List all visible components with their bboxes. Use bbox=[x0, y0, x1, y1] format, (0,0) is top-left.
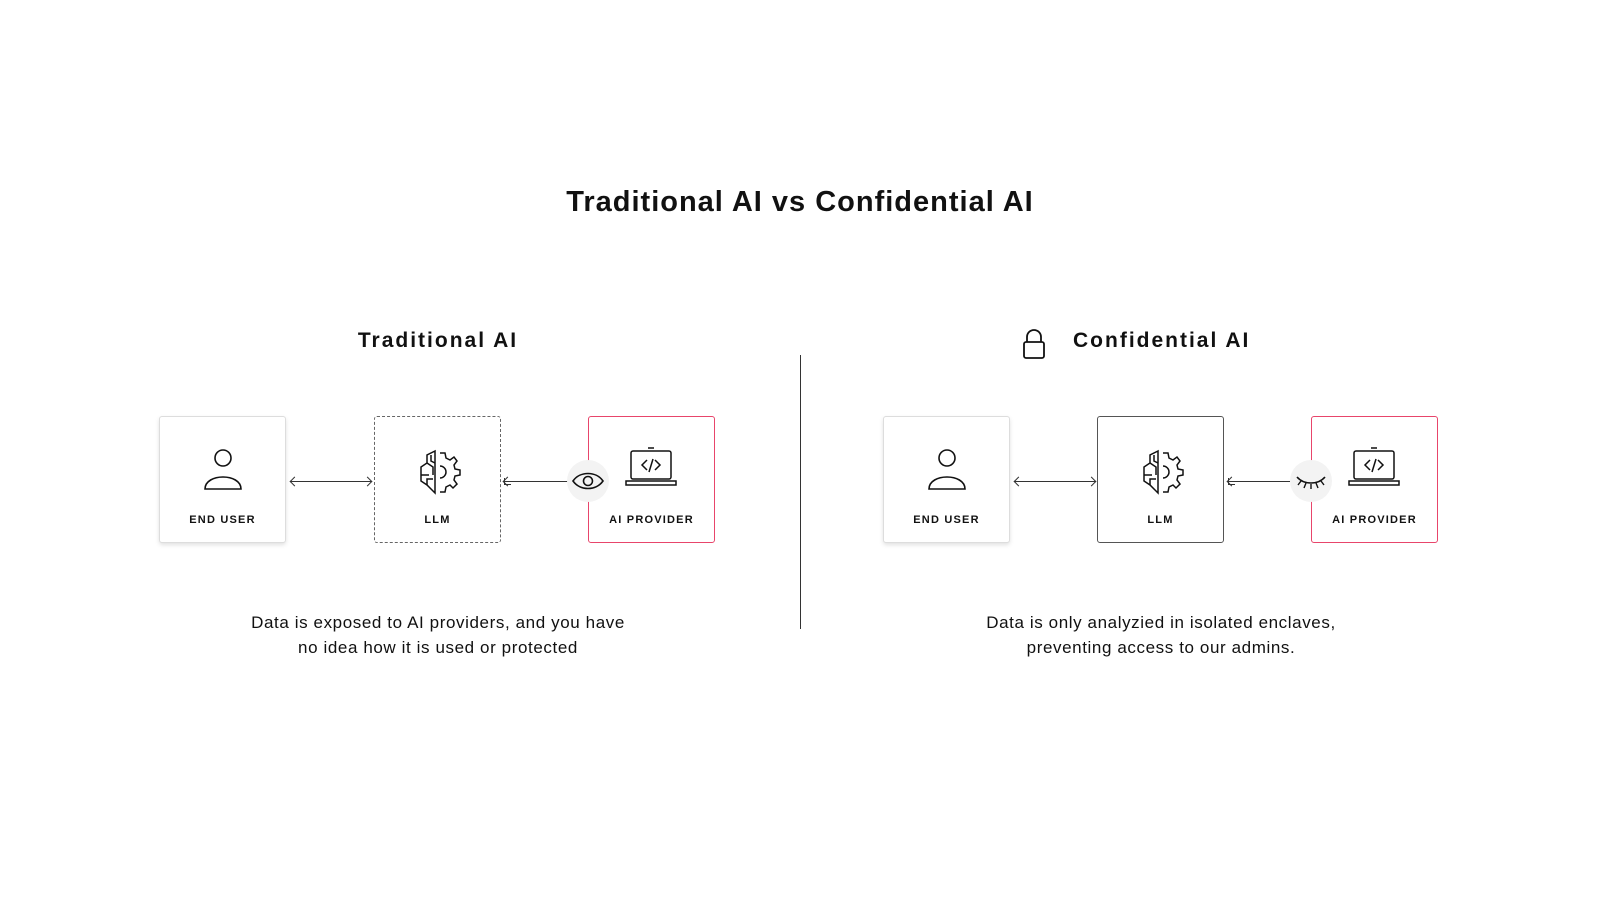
page-title: Traditional AI vs Confidential AI bbox=[566, 186, 1034, 218]
node-end-user: END USER bbox=[159, 416, 286, 543]
eye-badge bbox=[567, 460, 609, 502]
node-label: AI PROVIDER bbox=[609, 514, 694, 526]
brain-gear-icon bbox=[420, 450, 461, 494]
left-arrow bbox=[504, 478, 568, 485]
divider bbox=[800, 355, 801, 629]
closed-eye-icon bbox=[1296, 476, 1326, 489]
user-icon bbox=[928, 449, 966, 490]
laptop-code-icon bbox=[1348, 447, 1400, 486]
confidential-heading: Confidential AI bbox=[1073, 329, 1251, 352]
description-line: Data is exposed to AI providers, and you… bbox=[251, 613, 625, 632]
description-line: Data is only analyzied in isolated encla… bbox=[986, 613, 1336, 632]
eye-icon bbox=[572, 472, 604, 490]
node-label: AI PROVIDER bbox=[1332, 514, 1417, 526]
laptop-code-icon bbox=[625, 447, 677, 486]
lock-icon bbox=[1023, 329, 1045, 359]
confidential-description: Data is only analyzied in isolated encla… bbox=[911, 610, 1411, 660]
node-end-user: END USER bbox=[883, 416, 1010, 543]
traditional-heading: Traditional AI bbox=[357, 329, 519, 352]
node-llm: LLM bbox=[374, 416, 501, 543]
node-label: LLM bbox=[1147, 514, 1174, 526]
description-line: no idea how it is used or protected bbox=[298, 638, 578, 657]
node-label: END USER bbox=[189, 514, 256, 526]
traditional-description: Data is exposed to AI providers, and you… bbox=[188, 610, 688, 660]
brain-gear-icon bbox=[1143, 450, 1184, 494]
node-label: END USER bbox=[913, 514, 980, 526]
node-label: LLM bbox=[424, 514, 451, 526]
bidirectional-arrow bbox=[291, 481, 371, 482]
description-line: preventing access to our admins. bbox=[1026, 638, 1296, 657]
bidirectional-arrow bbox=[1015, 481, 1095, 482]
left-arrow bbox=[1228, 478, 1290, 485]
user-icon bbox=[204, 449, 242, 490]
node-llm: LLM bbox=[1097, 416, 1224, 543]
closed-eye-badge bbox=[1290, 460, 1332, 502]
node-ai-provider: AI PROVIDER bbox=[588, 416, 715, 543]
